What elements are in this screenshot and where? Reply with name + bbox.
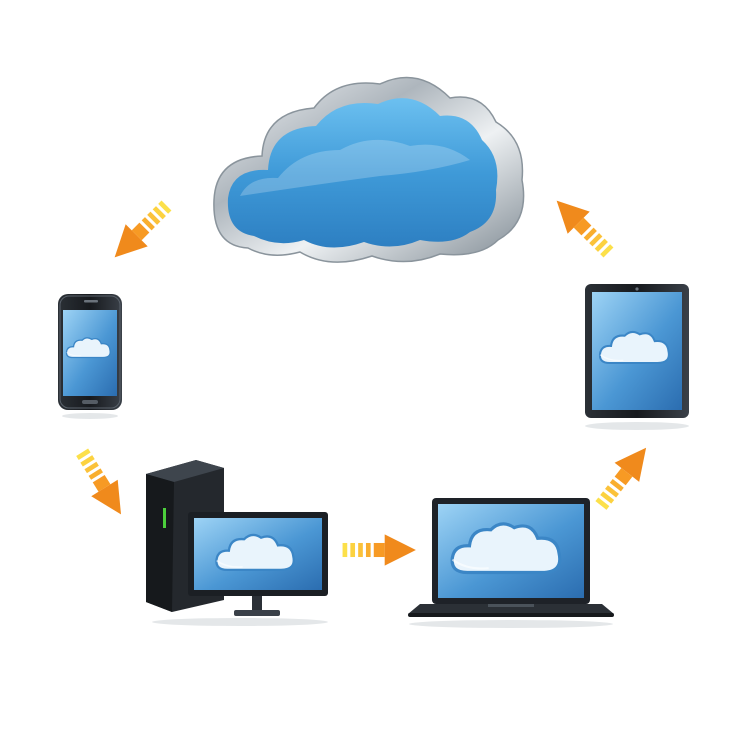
tablet-icon xyxy=(585,284,689,430)
arrow-cloud-to-phone xyxy=(103,194,178,269)
laptop-icon xyxy=(408,498,614,628)
arrow-phone-to-desktop xyxy=(68,443,135,523)
smartphone-icon xyxy=(58,294,122,419)
arrow-tablet-to-cloud xyxy=(545,189,620,264)
cloud-icon xyxy=(213,76,525,263)
arrow-laptop-to-tablet xyxy=(588,438,659,516)
desktop-computer-icon xyxy=(146,460,328,626)
arrow-desktop-to-laptop xyxy=(342,534,416,566)
